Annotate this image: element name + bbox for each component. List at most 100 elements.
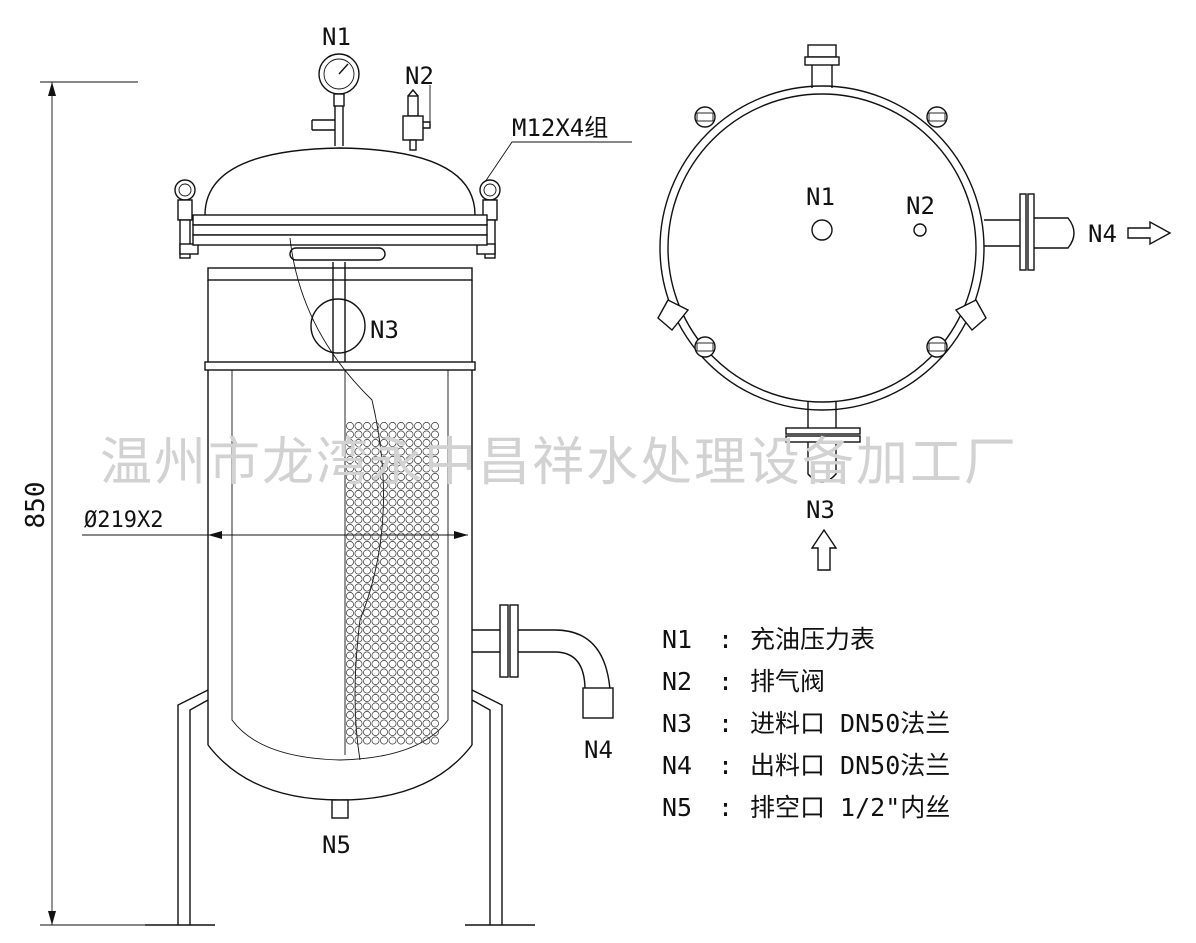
perforation-hole — [354, 456, 363, 464]
perforation-hole — [414, 422, 422, 430]
perforation-hole — [371, 507, 380, 515]
bottom-head — [207, 744, 473, 801]
perforation-hole — [422, 439, 431, 447]
perforation-hole — [363, 728, 371, 736]
perforation-hole — [354, 481, 363, 490]
inlet-arrow-icon — [810, 528, 838, 571]
perforation-hole — [371, 524, 380, 532]
perforation-hole — [431, 481, 439, 490]
perforation-hole — [414, 592, 422, 600]
perforation-hole — [431, 643, 439, 651]
perforation-hole — [405, 481, 414, 490]
perforation-hole — [414, 694, 422, 702]
perforation-hole — [346, 609, 354, 617]
perforation-hole — [431, 651, 439, 660]
perforation-hole — [397, 456, 405, 464]
perforation-hole — [422, 677, 431, 685]
legend-desc-3: 进料口 DN50法兰 — [750, 709, 950, 738]
legend-sep-2: : — [718, 667, 733, 696]
perforation-hole — [397, 736, 405, 745]
perforation-hole — [405, 507, 414, 515]
perforation-hole — [346, 498, 354, 507]
perforation-hole — [363, 719, 371, 728]
perforation-hole — [354, 600, 363, 609]
perforation-hole — [422, 456, 431, 464]
perforation-hole — [371, 677, 380, 685]
perforation-hole — [397, 473, 405, 481]
perforation-hole — [422, 668, 431, 677]
perforation-hole — [388, 473, 397, 481]
legend: N1 : 充油压力表 N2 : 排气阀 N3 : 进料口 DN50法兰 N4 :… — [662, 625, 950, 822]
perforation-hole — [346, 549, 354, 558]
n2-port-icon — [913, 223, 927, 237]
perforation-hole — [422, 558, 431, 566]
perforation-hole — [431, 439, 439, 447]
perforation-hole — [371, 694, 380, 702]
perforation-hole — [371, 643, 380, 651]
perforation-hole — [431, 702, 439, 711]
legend-code-2: N2 — [662, 667, 692, 696]
legend-sep-5: : — [718, 793, 733, 822]
perforation-hole — [414, 507, 422, 515]
perforation-hole — [431, 473, 439, 481]
perforation-hole — [431, 515, 439, 524]
perforation-hole — [414, 532, 422, 541]
perforation-hole — [405, 430, 414, 439]
perforation-hole — [388, 481, 397, 490]
perforation-hole — [405, 736, 414, 745]
perforation-hole — [388, 626, 397, 634]
perforation-hole — [397, 583, 405, 592]
perforation-hole — [431, 430, 439, 439]
perforation-hole — [380, 473, 388, 481]
diameter-dimension — [82, 531, 468, 539]
legend-code-3: N3 — [662, 709, 692, 738]
perforation-hole — [363, 677, 371, 685]
perforation-hole — [405, 473, 414, 481]
perforation-hole — [397, 634, 405, 643]
perforation-hole — [405, 600, 414, 609]
perforation-hole — [363, 617, 371, 626]
perforation-hole — [371, 575, 380, 583]
perforation-hole — [431, 728, 439, 736]
perforation-hole — [380, 668, 388, 677]
perforation-hole — [397, 643, 405, 651]
perforation-hole — [405, 456, 414, 464]
perforation-hole — [363, 694, 371, 702]
inlet-nozzle-icon — [289, 247, 386, 362]
perforation-hole — [371, 549, 380, 558]
perforation-hole — [388, 464, 397, 473]
perforation-hole — [380, 566, 388, 575]
support-legs — [145, 689, 535, 926]
perforation-hole — [380, 524, 388, 532]
perforation-hole — [354, 498, 363, 507]
perforation-hole — [346, 626, 354, 634]
perforation-hole — [405, 464, 414, 473]
perforation-hole — [371, 668, 380, 677]
perforation-hole — [354, 422, 363, 430]
perforation-hole — [354, 515, 363, 524]
perforation-hole — [354, 694, 363, 702]
perforation-hole — [354, 583, 363, 592]
perforation-hole — [397, 524, 405, 532]
legend-desc-2: 排气阀 — [750, 667, 825, 696]
perforation-hole — [388, 583, 397, 592]
perforation-hole — [380, 634, 388, 643]
perforation-hole — [363, 668, 371, 677]
perforation-hole — [380, 447, 388, 456]
perforation-hole — [371, 439, 380, 447]
perforation-hole — [422, 422, 431, 430]
perforation-hole — [388, 728, 397, 736]
perforation-hole — [422, 702, 431, 711]
perforation-hole — [380, 498, 388, 507]
perforation-hole — [422, 600, 431, 609]
perforation-hole — [405, 583, 414, 592]
perforation-hole — [388, 736, 397, 745]
perforation-hole — [405, 626, 414, 634]
perforation-hole — [363, 515, 371, 524]
perforation-hole — [363, 490, 371, 498]
perforation-hole — [346, 736, 354, 745]
perforation-hole — [346, 694, 354, 702]
perforation-hole — [414, 711, 422, 719]
perforation-hole — [346, 711, 354, 719]
